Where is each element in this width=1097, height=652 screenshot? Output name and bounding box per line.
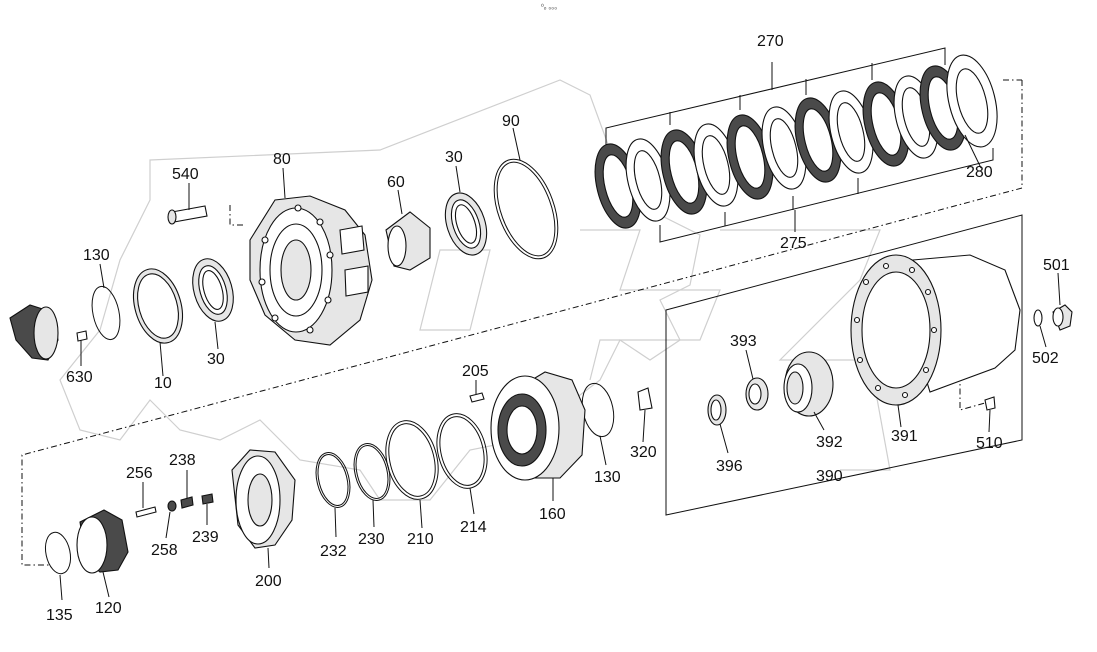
- label-501: 501: [1043, 257, 1070, 274]
- spring-239: [201, 493, 214, 505]
- assembly-centerline: [21, 79, 1023, 566]
- label-80: 80: [273, 151, 291, 168]
- pin-256: [135, 506, 157, 518]
- header-mark: ⁰ₒ ₀₀₀: [541, 3, 557, 11]
- bolt-540: [167, 205, 208, 225]
- label-60: 60: [387, 174, 405, 191]
- ring-396: [707, 394, 727, 426]
- frame-390: [665, 214, 1023, 516]
- label-135: 135: [46, 607, 73, 624]
- label-320: 320: [630, 444, 657, 461]
- bearing-393: [745, 377, 769, 411]
- label-214: 214: [460, 519, 487, 536]
- bracket-270: [605, 47, 946, 145]
- label-130-upper: 130: [83, 247, 110, 264]
- plug-630: [76, 330, 88, 342]
- label-510: 510: [976, 435, 1003, 452]
- o-ring-130-upper: [91, 285, 121, 341]
- screw-510: [984, 396, 996, 411]
- label-392: 392: [816, 434, 843, 451]
- drum-391: [850, 254, 1021, 406]
- spring-238: [180, 496, 194, 509]
- label-502: 502: [1032, 350, 1059, 367]
- washer-502: [1033, 309, 1043, 327]
- part-labels: 270 280 275 90 30 60 80 540 130 630 10 3…: [46, 33, 1070, 624]
- label-239: 239: [192, 529, 219, 546]
- plug-501: [1052, 304, 1073, 331]
- threaded-ring-120: [76, 509, 129, 574]
- label-630: 630: [66, 369, 93, 386]
- label-160: 160: [539, 506, 566, 523]
- label-120: 120: [95, 600, 122, 617]
- label-396: 396: [716, 458, 743, 475]
- seal-ring-10: [132, 268, 184, 344]
- clutch-disc-stack: [594, 54, 998, 229]
- o-ring-232: [315, 452, 351, 508]
- label-540: 540: [172, 166, 199, 183]
- label-232: 232: [320, 543, 347, 560]
- label-205: 205: [462, 363, 489, 380]
- bearing-30-upper: [444, 192, 488, 256]
- label-230: 230: [358, 531, 385, 548]
- gear-392: [783, 351, 834, 417]
- bearing-30-lower: [192, 258, 234, 322]
- piston-housing-160: [490, 371, 586, 481]
- label-256: 256: [126, 465, 153, 482]
- leader-lines: [59, 127, 1061, 601]
- piston-200: [231, 449, 296, 549]
- label-258: 258: [151, 542, 178, 559]
- bracket-275: [659, 148, 994, 243]
- o-ring-90: [493, 158, 559, 260]
- o-ring-135: [44, 531, 72, 575]
- label-393: 393: [730, 333, 757, 350]
- label-90: 90: [502, 113, 520, 130]
- label-275: 275: [780, 235, 807, 252]
- label-30-upper: 30: [445, 149, 463, 166]
- label-30-lower: 30: [207, 351, 225, 368]
- label-130-lower: 130: [594, 469, 621, 486]
- label-210: 210: [407, 531, 434, 548]
- housing-80: [249, 195, 373, 346]
- label-390: 390: [816, 468, 843, 485]
- label-270: 270: [757, 33, 784, 50]
- label-391: 391: [891, 428, 918, 445]
- o-ring-214: [436, 413, 488, 489]
- washer-320: [637, 387, 653, 411]
- label-280: 280: [966, 164, 993, 181]
- pin-205: [469, 392, 485, 403]
- label-200: 200: [255, 573, 282, 590]
- label-10: 10: [154, 375, 172, 392]
- label-238: 238: [169, 452, 196, 469]
- sleeve-60: [385, 211, 431, 271]
- o-ring-230: [353, 443, 391, 501]
- end-cap-left: [9, 304, 59, 361]
- spring-258: [167, 500, 177, 512]
